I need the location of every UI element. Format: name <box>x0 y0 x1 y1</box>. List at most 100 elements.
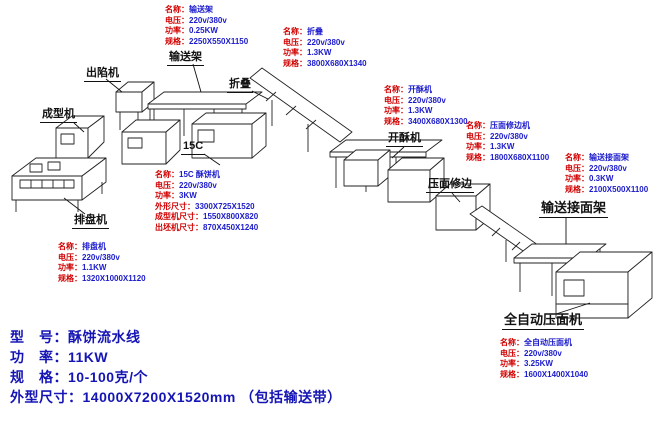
machine-drawing-kaisuji <box>329 139 445 203</box>
spec-row: 型 号：酥饼流水线 <box>10 327 342 347</box>
field-label: 电压： <box>500 348 524 358</box>
machine-label-shusongjiemianjia: 输送接面架 <box>539 200 609 218</box>
spec-row: 功率：3.25KW <box>500 359 588 370</box>
field-label: 功率： <box>565 174 589 183</box>
field-label: 规格： <box>500 369 524 379</box>
field-label: 外形尺寸： <box>155 201 195 211</box>
field-value: 220v/380v <box>179 180 217 190</box>
spec-row: 功率：0.3KW <box>565 174 648 185</box>
field-value: 3KW <box>179 191 197 200</box>
field-value: 折叠 <box>307 27 323 36</box>
field-value: 1320X1000X1120 <box>82 273 146 283</box>
spec-row: 功率：0.25KW <box>165 26 248 37</box>
machine-drawing-quanzidongyamianji <box>555 251 653 319</box>
spec-row: 规格：1600X1400X1040 <box>500 370 588 381</box>
field-label: 电压： <box>58 252 82 262</box>
field-label: 名称： <box>500 338 524 347</box>
spec-row: 功率：1.3KW <box>283 48 367 59</box>
field-value: 220v/380v <box>189 15 227 25</box>
spec-row: 功率：1.3KW <box>466 142 549 153</box>
field-value: 220v/380v <box>307 37 345 47</box>
field-label: 成型机尺寸： <box>155 212 203 221</box>
field-label: 规格： <box>384 116 408 126</box>
field-label: 功率： <box>283 48 307 57</box>
field-value: 1550X800X820 <box>203 212 259 221</box>
spec-row: 名称：全自动压面机 <box>500 338 588 349</box>
field-value: 0.25KW <box>189 26 218 35</box>
field-value: 酥饼流水线 <box>68 329 141 345</box>
field-label: 电压： <box>466 131 490 141</box>
field-label: 名称： <box>384 85 408 94</box>
field-label: 电压： <box>165 15 189 25</box>
field-label: 型 号： <box>10 329 68 345</box>
field-value: 3800X680X1340 <box>307 58 367 68</box>
field-label: 外型尺寸： <box>10 389 83 405</box>
machine-drawing-zhedie-belt <box>249 67 353 152</box>
spec-row: 电压：220v/380v <box>58 253 146 264</box>
spec-row: 规格：3800X680X1340 <box>283 59 367 70</box>
spec-row: 规格：2250X550X1150 <box>165 37 248 48</box>
machine-drawing-paipanji <box>11 157 107 212</box>
machine-label-paipanji: 排盘机 <box>72 214 109 229</box>
spec-row: 名称：压面修边机 <box>466 121 549 132</box>
field-value: 1.3KW <box>408 106 433 115</box>
spec-row: 电压：220v/380v <box>500 349 588 360</box>
field-label: 规格： <box>58 273 82 283</box>
field-label: 名称： <box>565 153 589 162</box>
spec-row: 外形尺寸：3300X725X1520 <box>155 202 258 213</box>
spec-row: 规格：1800X680X1100 <box>466 153 549 164</box>
machine-drawing-chengxingji <box>55 115 105 159</box>
field-value: 2100X500X1100 <box>589 184 649 194</box>
field-label: 功率： <box>58 263 82 272</box>
spec-row: 出坯机尺寸：870X450X1240 <box>155 223 258 234</box>
spec-row: 规格：1320X1000X1120 <box>58 274 146 285</box>
field-label: 电压： <box>155 180 179 190</box>
field-value: 3400X680X1300 <box>408 116 468 126</box>
field-value: 220v/380v <box>408 95 446 105</box>
field-label: 出坯机尺寸： <box>155 222 203 232</box>
machine-label-chengxingji: 成型机 <box>40 108 77 123</box>
field-value: 1600X1400X1040 <box>524 369 589 379</box>
field-label: 电压： <box>384 95 408 105</box>
field-value: 0.3KW <box>589 174 614 183</box>
machine-label-zhedie: 折叠 <box>227 78 253 93</box>
spec-row: 功率：1.3KW <box>384 106 468 117</box>
field-value: 1.3KW <box>307 48 332 57</box>
machine-label-quanzidongyamianji: 全自动压面机 <box>502 312 585 330</box>
field-value: 3.25KW <box>524 359 553 368</box>
field-value: 排盘机 <box>82 242 106 251</box>
field-value: 14000X7200X1520mm （包括输送带） <box>82 389 342 405</box>
machine-drawing-15c <box>121 112 267 165</box>
field-label: 功率： <box>384 106 408 115</box>
field-value: 15C 酥饼机 <box>179 170 220 179</box>
machine-label-shusongjia: 输送架 <box>167 51 204 66</box>
field-label: 名称： <box>58 242 82 251</box>
spec-row: 成型机尺寸：1550X800X820 <box>155 212 258 223</box>
field-value: 1.1KW <box>82 263 107 272</box>
machine-label-15c: 15C <box>181 140 206 155</box>
field-label: 名称： <box>165 5 189 14</box>
field-value: 1.3KW <box>490 142 515 151</box>
spec-row: 电压：220v/380v <box>466 132 549 143</box>
spec-row: 电压：220v/380v <box>165 16 248 27</box>
field-value: 输送接面架 <box>589 153 629 162</box>
machine-label-yamianxiubian: 压面修边 <box>426 178 474 193</box>
field-value: 10-100克/个 <box>68 369 148 385</box>
machine-label-kaisuji: 开酥机 <box>386 132 423 147</box>
field-label: 名称： <box>283 27 307 36</box>
machine-label-chuxianji: 出陷机 <box>84 67 121 82</box>
field-value: 压面修边机 <box>490 121 530 130</box>
field-label: 功率： <box>466 142 490 151</box>
field-label: 规格： <box>165 36 189 46</box>
field-label: 电压： <box>283 37 307 47</box>
field-value: 11KW <box>68 349 109 365</box>
spec-row: 名称：排盘机 <box>58 242 146 253</box>
